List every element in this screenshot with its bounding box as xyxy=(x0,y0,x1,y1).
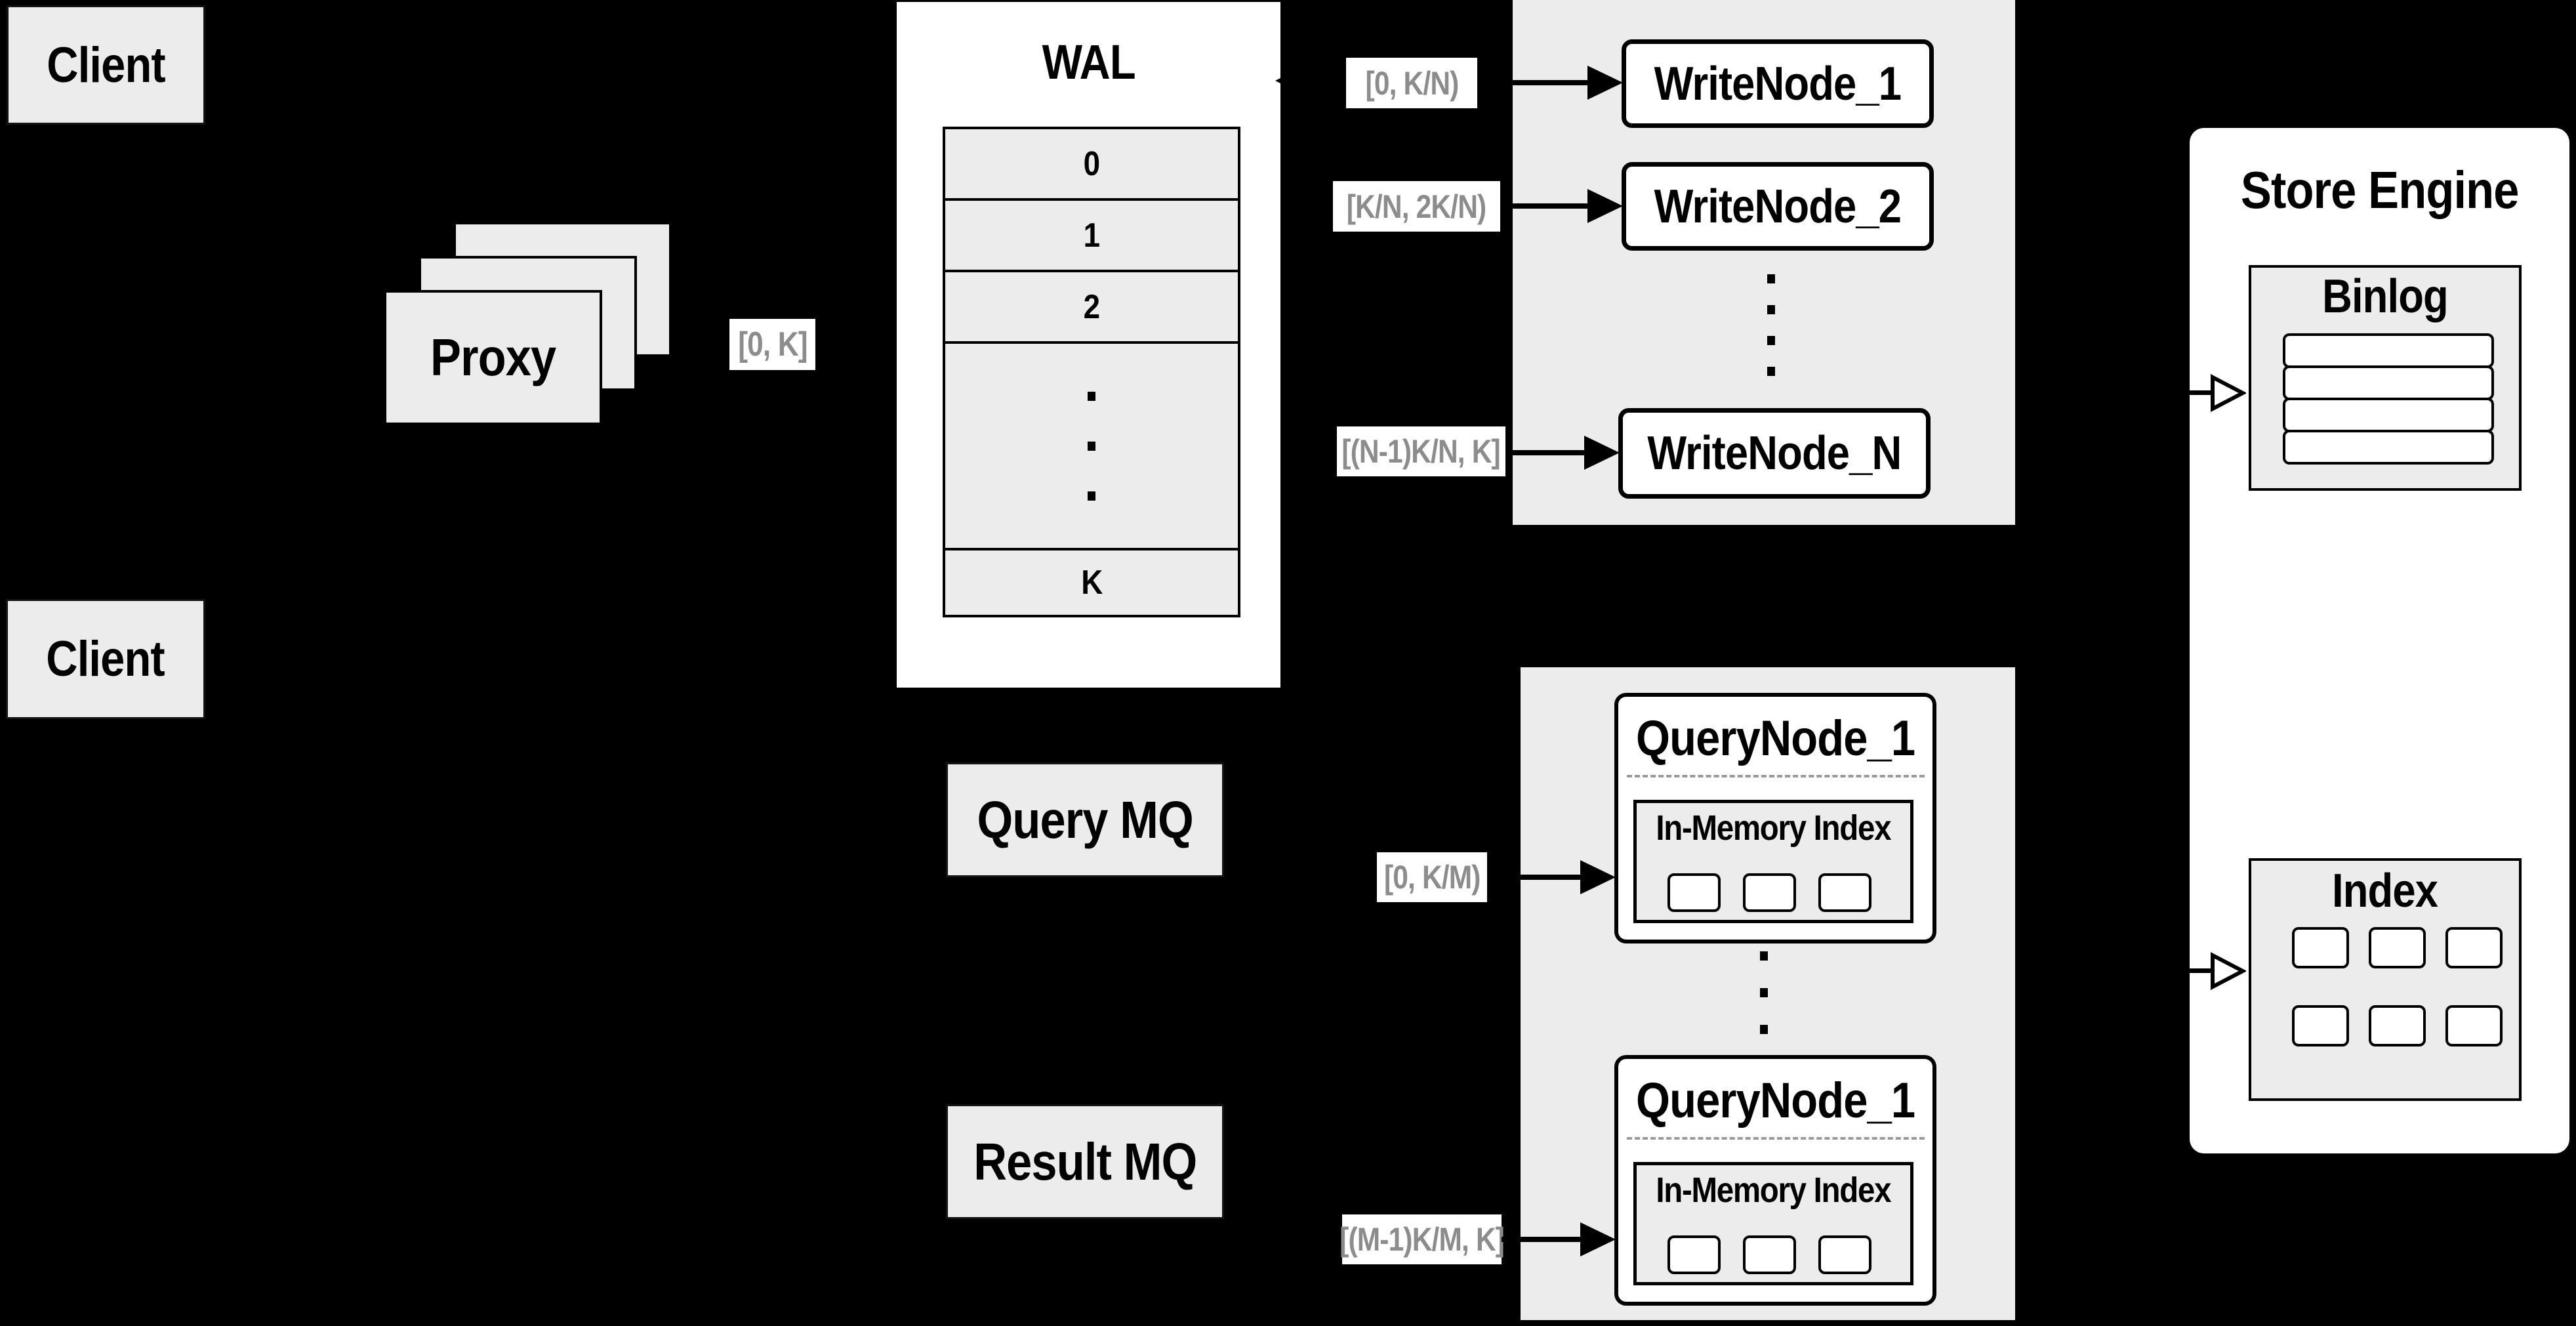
ellipsis-dot xyxy=(1760,1025,1768,1034)
binlog-row xyxy=(2283,333,2494,368)
client-box-bottom: Client xyxy=(6,599,205,719)
segment-square xyxy=(1818,873,1871,912)
arrowhead-write-node-2 xyxy=(1587,189,1623,223)
segment-square xyxy=(1743,1235,1796,1274)
proxy-card-front: Proxy xyxy=(384,290,602,425)
index-cell xyxy=(2369,1005,2426,1046)
query-node-ellipsis xyxy=(1760,951,1768,1034)
arrowhead-query-node-1 xyxy=(1580,860,1616,894)
wal-table: 0 1 2 K xyxy=(943,127,1240,617)
result-mq-label: Result MQ xyxy=(973,1132,1197,1191)
write-node-ellipsis xyxy=(1767,274,1775,376)
proxy-label: Proxy xyxy=(430,328,556,386)
segment-square xyxy=(1667,873,1721,912)
arrow-to-query-node-m xyxy=(1502,1237,1583,1242)
range-label-write-node-n: [(N-1)K/N, K] xyxy=(1337,426,1505,476)
open-arrowhead-index xyxy=(2211,952,2246,990)
binlog-row xyxy=(2283,430,2494,465)
query-mq-label: Query MQ xyxy=(977,790,1193,849)
index-cell xyxy=(2369,927,2426,968)
segment-square xyxy=(1667,1235,1721,1274)
wal-ellipsis-cell xyxy=(943,341,1240,550)
ellipsis-dot xyxy=(1088,391,1095,401)
arrow-to-write-node-2 xyxy=(1500,203,1590,209)
ellipsis-dot xyxy=(1767,274,1775,283)
ellipsis-dot xyxy=(1760,951,1768,961)
in-memory-index-title-bottom: In-Memory Index xyxy=(1656,1171,1892,1210)
result-mq-box: Result MQ xyxy=(946,1104,1224,1219)
wal-title: WAL xyxy=(1042,34,1135,89)
index-cell xyxy=(2445,927,2503,968)
index-cell xyxy=(2292,927,2349,968)
binlog-row xyxy=(2283,365,2494,400)
binlog-title: Binlog xyxy=(2322,270,2449,323)
arrowhead-query-node-m xyxy=(1580,1222,1616,1256)
segment-square xyxy=(1743,873,1796,912)
segment-squares-bottom xyxy=(1667,1235,1871,1274)
range-label-proxy-wal: [0, K] xyxy=(729,319,815,370)
client-top-label: Client xyxy=(47,37,165,93)
index-box xyxy=(2249,858,2522,1101)
range-label-query-node-1: [0, K/M) xyxy=(1377,852,1487,902)
index-cell xyxy=(2445,1005,2503,1046)
index-cells-row-1 xyxy=(2292,927,2503,968)
segment-square xyxy=(1818,1235,1871,1274)
index-cells-row-2 xyxy=(2292,1005,2503,1046)
write-node-2: WriteNode_2 xyxy=(1622,162,1934,251)
ellipsis-dot xyxy=(1088,441,1095,451)
in-memory-index-title-top: In-Memory Index xyxy=(1656,808,1892,848)
wal-cell-1: 1 xyxy=(943,198,1240,272)
ellipsis-dot xyxy=(1767,305,1775,314)
ellipsis-dot xyxy=(1767,367,1775,376)
wal-edge-arrow-tip xyxy=(1275,72,1292,89)
binlog-row xyxy=(2283,398,2494,432)
wal-cell-k: K xyxy=(943,548,1240,617)
arrow-to-binlog xyxy=(2190,390,2215,395)
write-node-1: WriteNode_1 xyxy=(1622,39,1934,128)
range-label-query-node-m: [(M-1)K/M, K] xyxy=(1339,1214,1505,1264)
client-box-top: Client xyxy=(7,5,205,125)
arrowhead-write-node-1 xyxy=(1587,66,1623,100)
dashed-separator xyxy=(1627,1137,1925,1140)
write-node-n: WriteNode_N xyxy=(1618,408,1931,499)
binlog-rows xyxy=(2283,333,2494,465)
query-node-top-title: QueryNode_1 xyxy=(1635,710,1915,766)
ellipsis-dot xyxy=(1760,988,1768,997)
arrowhead-write-node-n xyxy=(1584,436,1620,470)
wal-cell-2: 2 xyxy=(943,270,1240,344)
query-mq-box: Query MQ xyxy=(946,762,1224,877)
index-title: Index xyxy=(2332,865,2438,917)
store-engine-title: Store Engine xyxy=(2240,161,2520,219)
range-label-write-node-1: [0, K/N) xyxy=(1346,58,1477,108)
range-label-write-node-2: [K/N, 2K/N) xyxy=(1333,181,1500,232)
ellipsis-dot xyxy=(1767,336,1775,345)
dashed-separator xyxy=(1627,775,1925,777)
index-cell xyxy=(2292,1005,2349,1046)
ellipsis-dot xyxy=(1088,491,1095,501)
arrow-to-write-node-n xyxy=(1505,450,1587,455)
segment-squares-top xyxy=(1667,873,1871,912)
arrow-to-query-node-1 xyxy=(1487,875,1583,880)
arrow-to-index xyxy=(2190,968,2215,973)
query-node-bottom-title: QueryNode_1 xyxy=(1635,1072,1915,1129)
client-bottom-label: Client xyxy=(46,631,165,687)
open-arrowhead-binlog xyxy=(2211,374,2246,412)
arrow-to-write-node-1 xyxy=(1477,80,1590,85)
wal-cell-0: 0 xyxy=(943,127,1240,201)
